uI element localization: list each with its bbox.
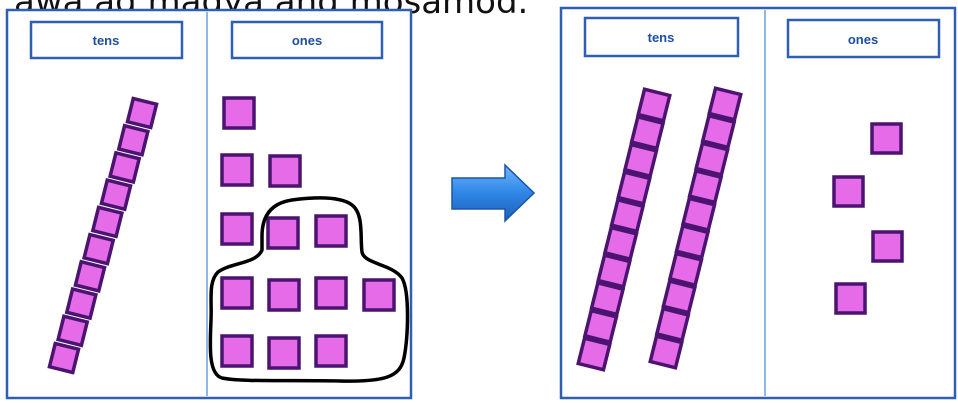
after-tens-header: tens (585, 18, 738, 56)
rod-unit (93, 207, 122, 236)
ones-cube (316, 216, 346, 246)
after-panel: tens ones (561, 8, 955, 398)
after-tens-label: tens (648, 30, 675, 45)
rod-unit (670, 254, 702, 286)
ones-cube (316, 278, 346, 308)
rod-unit (49, 343, 78, 372)
before-tens-header: tens (31, 22, 182, 58)
rod-unit (101, 180, 130, 209)
rod-unit (585, 311, 617, 343)
after-ones-header: ones (788, 20, 939, 57)
rod-unit (663, 281, 695, 313)
rod-unit (67, 289, 96, 318)
rod-unit (58, 316, 87, 345)
rod-unit (592, 283, 624, 315)
rod-unit (676, 226, 708, 258)
ones-cube (222, 278, 252, 308)
rod-unit (625, 145, 657, 177)
rod-unit (650, 336, 682, 368)
rod-unit (84, 235, 113, 264)
ones-cube (834, 177, 863, 206)
rod-unit (75, 262, 104, 291)
rod-unit (696, 143, 728, 175)
ones-cube (836, 284, 865, 313)
before-panel: tens ones (7, 10, 411, 398)
rod-unit (638, 89, 670, 121)
ones-cube (316, 336, 346, 366)
rod-unit (119, 126, 148, 155)
before-ones-header: ones (232, 22, 382, 58)
right-arrow-icon (452, 165, 534, 221)
before-ones-label: ones (292, 33, 322, 48)
before-tens-label: tens (93, 33, 120, 48)
rod-unit (612, 200, 644, 232)
ones-cube (269, 280, 299, 310)
ones-cube (222, 155, 252, 185)
rod-unit (703, 116, 735, 148)
rod-unit (598, 255, 630, 287)
ones-cube (222, 214, 252, 244)
rod-unit (605, 228, 637, 260)
rod-unit (690, 171, 722, 203)
ones-cube (270, 156, 300, 186)
ones-cube (872, 124, 901, 153)
rod-unit (632, 117, 664, 149)
rod-unit (578, 338, 610, 370)
rod-unit (110, 153, 139, 182)
rod-unit (127, 98, 156, 127)
rod-unit (657, 309, 689, 341)
rod-unit (683, 198, 715, 230)
ones-cube (268, 218, 298, 248)
ones-cube (222, 336, 252, 366)
ones-cube (269, 338, 299, 368)
ones-cube (873, 232, 902, 261)
ones-cube (364, 280, 394, 310)
after-ones-label: ones (848, 32, 878, 47)
rod-unit (709, 88, 741, 120)
ones-cube (224, 98, 254, 128)
rod-unit (618, 172, 650, 204)
